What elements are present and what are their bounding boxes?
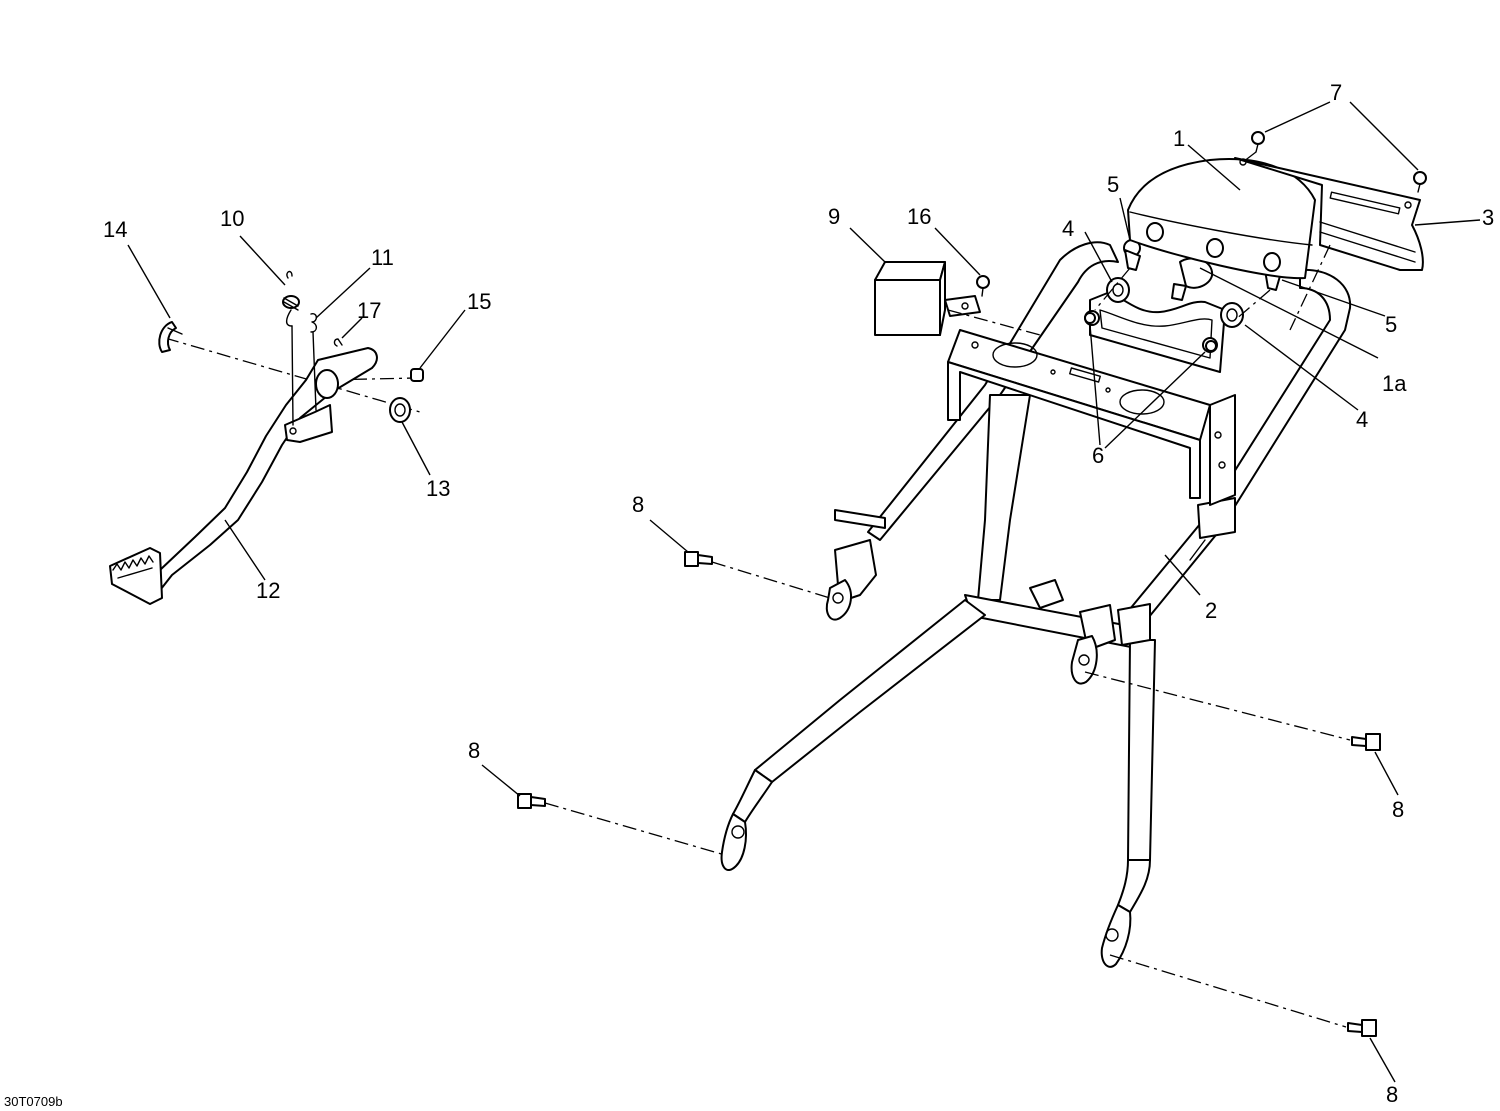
bolt-8-lower-left <box>517 793 546 809</box>
bulb-1a <box>1171 257 1214 301</box>
assembly-line-bolt-right-middle <box>1084 671 1351 741</box>
nut-6-left <box>1084 312 1096 324</box>
callout-labels: 1 1a 2 3 4 4 5 5 6 7 8 8 8 8 9 10 11 12 … <box>103 80 1494 1107</box>
callout-10: 10 <box>220 206 244 231</box>
drawing-reference-code: 30T0709b <box>4 1094 63 1109</box>
grommet-5-left <box>1123 239 1141 271</box>
assembly-line-bolt-upper-left <box>711 561 831 599</box>
callout-4-upper: 4 <box>1062 216 1074 241</box>
assembly-line-bolt-right-lower <box>1109 954 1347 1028</box>
tail-light-1 <box>1127 158 1316 280</box>
bolt-8-right-lower <box>1347 1019 1377 1037</box>
callout-8-right-lower: 8 <box>1386 1082 1398 1107</box>
callout-8-right-middle: 8 <box>1392 797 1404 822</box>
callout-11: 11 <box>371 245 394 270</box>
license-bracket-3 <box>1234 157 1424 271</box>
callout-13: 13 <box>426 476 450 501</box>
callout-1a: 1a <box>1382 371 1407 396</box>
callout-8-lower-left: 8 <box>468 738 480 763</box>
assembly-line-box <box>947 309 1041 336</box>
callout-8-upper-left: 8 <box>632 492 644 517</box>
assembly-line-screw-left <box>1242 151 1257 163</box>
callout-7: 7 <box>1330 80 1342 105</box>
rear-frame-2 <box>720 241 1352 968</box>
screw-16 <box>976 275 990 297</box>
pivot-pin-15 <box>410 368 424 382</box>
assembly-line-bolt-lower-left <box>544 802 726 856</box>
electrical-box-9 <box>874 261 981 336</box>
assembly-line-bracket <box>1289 244 1331 331</box>
spacer-4-left <box>1106 277 1130 303</box>
leader-lines <box>127 101 1481 1083</box>
callout-15: 15 <box>467 289 491 314</box>
callout-17: 17 <box>357 298 381 323</box>
return-spring-10 <box>282 270 300 426</box>
bushing-13 <box>389 397 411 423</box>
retaining-clip-14 <box>158 321 183 353</box>
cotter-pin-17 <box>333 338 343 347</box>
nut-6-right <box>1205 340 1217 352</box>
small-spring-11 <box>310 313 318 411</box>
callout-14: 14 <box>103 217 127 242</box>
spacer-4-right <box>1220 302 1244 328</box>
brake-pedal-12 <box>109 347 378 605</box>
callout-2: 2 <box>1205 598 1217 623</box>
bushing-axis-line <box>325 377 416 381</box>
callout-3: 3 <box>1482 205 1494 230</box>
callout-5-upper: 5 <box>1107 172 1119 197</box>
callout-12: 12 <box>256 578 280 603</box>
brake-pedal-assembly <box>109 270 424 605</box>
assembly-line-grommet-left <box>1094 267 1131 311</box>
callout-5-lower: 5 <box>1385 312 1397 337</box>
callout-9: 9 <box>828 204 840 229</box>
callout-6: 6 <box>1092 443 1104 468</box>
assembly-line-grommet-right <box>1234 289 1271 321</box>
callout-16: 16 <box>907 204 931 229</box>
callout-1: 1 <box>1173 126 1185 151</box>
screw-7-right <box>1413 171 1427 193</box>
pivot-axis-line <box>164 337 421 413</box>
screw-7-left <box>1251 131 1265 153</box>
bolt-8-right-middle <box>1351 733 1381 751</box>
callout-4-lower: 4 <box>1356 407 1368 432</box>
bolt-8-upper-left <box>684 551 713 567</box>
rear-frame-assembly <box>517 131 1427 1037</box>
